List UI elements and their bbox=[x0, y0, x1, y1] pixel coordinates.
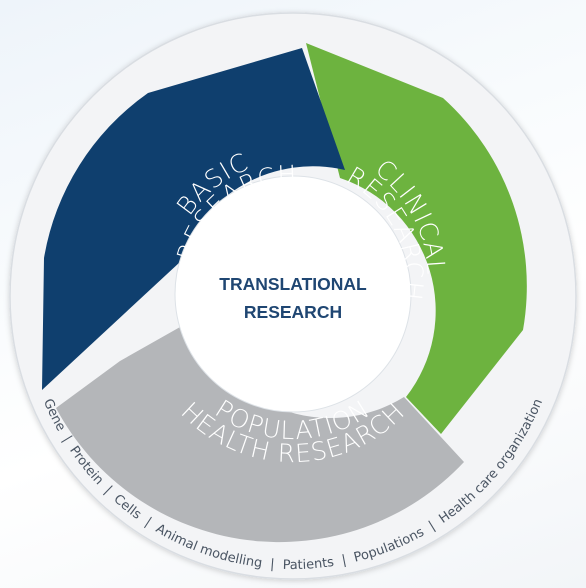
segment-population bbox=[56, 318, 464, 543]
center-label-line1: TRANSLATIONAL bbox=[219, 274, 367, 294]
segment-basic bbox=[42, 48, 345, 390]
center-label-line2: RESEARCH bbox=[244, 302, 342, 322]
center-circle bbox=[174, 175, 412, 413]
segment-clinical bbox=[306, 43, 527, 434]
